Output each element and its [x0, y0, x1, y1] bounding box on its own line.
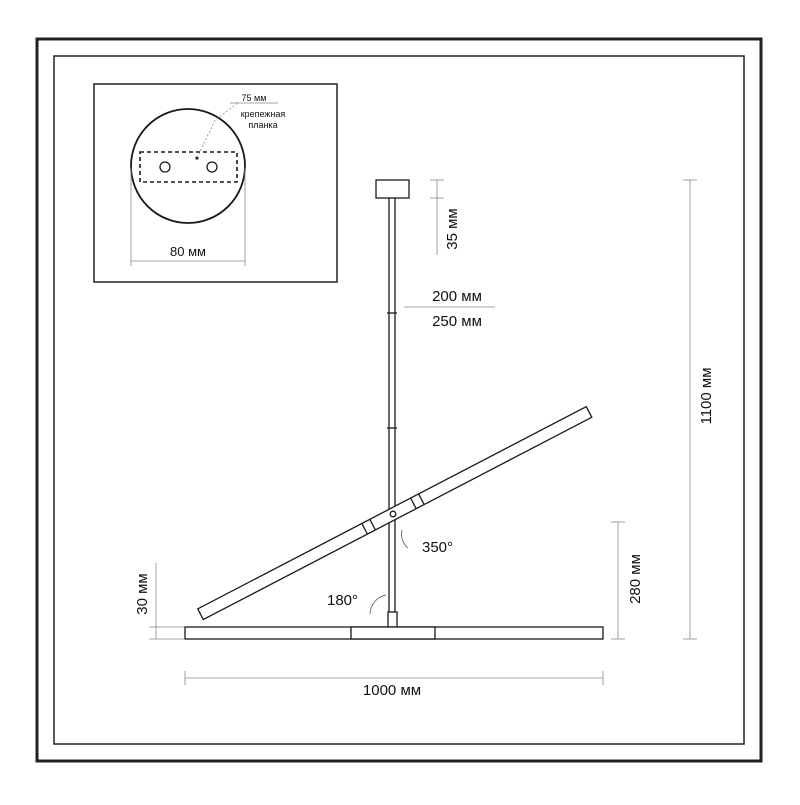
- tilted-bar-seg-right: [410, 497, 417, 510]
- bracket-name-label-1: крепежная: [241, 109, 286, 119]
- bracket-hole-left: [159, 161, 171, 173]
- pivot-point: [389, 510, 397, 518]
- rod-length-label-2: 250 мм: [432, 313, 482, 330]
- tilted-bar-joint-left: [361, 523, 368, 535]
- canopy-height-label: 35 мм: [444, 208, 461, 249]
- body-height-label: 280 мм: [627, 554, 644, 604]
- tilted-bar-seg-left: [369, 518, 376, 531]
- dimensions: 35 мм 200 мм 250 мм 1100 мм 280 мм 30 мм…: [134, 179, 715, 699]
- canopy-inset: 75 мм крепежная планка 80 мм: [93, 83, 338, 283]
- outer-frame: [35, 37, 763, 763]
- mounting-bracket: [139, 151, 238, 183]
- ceiling-canopy: [375, 179, 410, 199]
- inner-frame: [53, 55, 745, 745]
- inset-box: [93, 83, 338, 283]
- tilted-bar-joint-right: [418, 493, 425, 505]
- bar-thickness-label: 30 мм: [134, 573, 151, 614]
- bracket-size-label: 75 мм: [242, 93, 267, 103]
- lamp-side-view: 350° 180°: [184, 179, 604, 640]
- bracket-leader: [196, 102, 239, 159]
- canopy-circle: [130, 108, 246, 224]
- rotation-arc-upper: [401, 529, 409, 549]
- rotation-upper-label: 350°: [422, 539, 453, 556]
- bottom-bar-center-mount: [350, 626, 436, 640]
- bracket-name-label-2: планка: [248, 120, 277, 130]
- total-height-label: 1100 мм: [698, 367, 715, 424]
- canopy-diameter-label: 80 мм: [170, 244, 206, 259]
- rod-length-label-1: 200 мм: [432, 288, 482, 305]
- bracket-hole-right: [206, 161, 218, 173]
- total-width-label: 1000 мм: [363, 682, 421, 699]
- rotation-arc-lower: [369, 594, 387, 615]
- rotation-lower-label: 180°: [327, 592, 358, 609]
